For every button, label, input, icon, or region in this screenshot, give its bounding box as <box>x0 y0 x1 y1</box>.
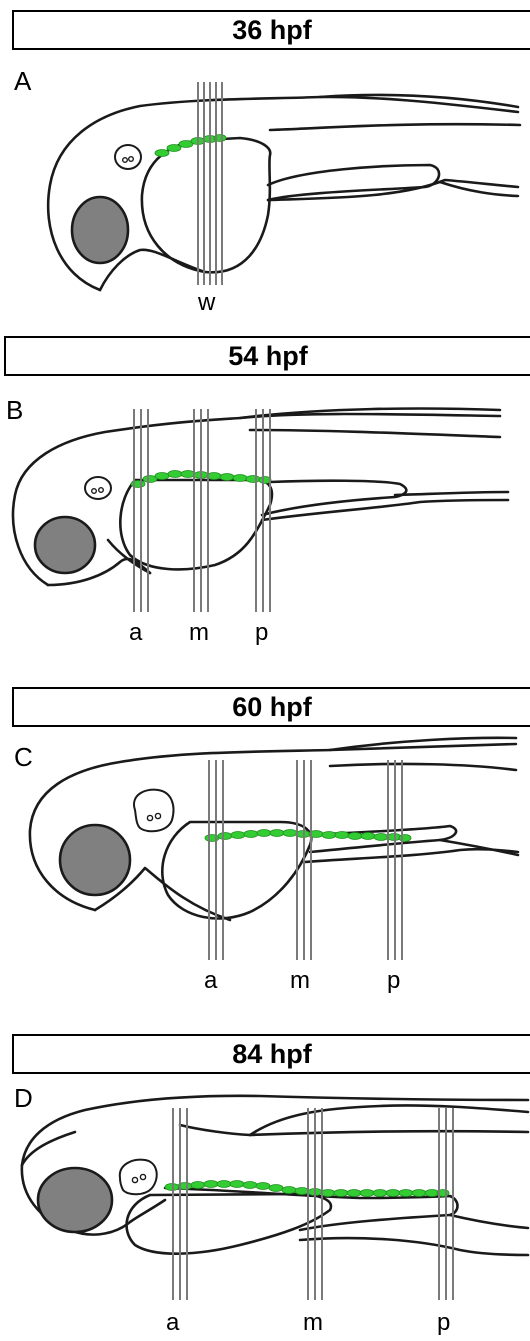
cell <box>217 1181 231 1188</box>
ventral-fin-line <box>440 840 518 855</box>
eye <box>35 517 95 573</box>
cell <box>204 1181 218 1188</box>
cell <box>373 1190 387 1197</box>
cell <box>220 474 234 481</box>
otolith <box>129 157 134 162</box>
cell <box>399 835 411 842</box>
cell <box>257 830 271 837</box>
cell <box>270 830 284 837</box>
embryo-36hpf: w <box>48 82 520 316</box>
cell <box>244 831 258 838</box>
cell <box>243 1182 257 1189</box>
cell <box>269 1185 283 1192</box>
cell <box>361 833 375 840</box>
embryo-body-outline <box>48 97 518 290</box>
dorsal-fin-line-2 <box>330 764 516 770</box>
cell <box>399 1190 413 1197</box>
embryo-84hpf: a m p <box>22 1096 528 1336</box>
cell <box>322 832 336 839</box>
section-label-p: p <box>387 967 400 994</box>
cell <box>347 1190 361 1197</box>
cell <box>282 1187 296 1194</box>
cell <box>231 832 245 839</box>
section-label-m: m <box>303 1309 323 1336</box>
head-top <box>22 1132 75 1165</box>
ventral-fin-line-2 <box>262 500 508 520</box>
cell <box>360 1190 374 1197</box>
embryo-60hpf: a m p <box>30 738 518 994</box>
cell <box>335 832 349 839</box>
otolith <box>123 158 128 163</box>
otolith <box>147 815 152 820</box>
otolith <box>99 488 104 493</box>
otic-vesicle <box>115 145 141 169</box>
cell <box>155 473 169 480</box>
cell <box>230 1181 244 1188</box>
cell <box>256 1183 270 1190</box>
ventral-fin-line-2 <box>300 1238 528 1255</box>
cell <box>334 1190 348 1197</box>
otolith <box>140 1174 145 1179</box>
otolith <box>92 489 97 494</box>
yolk-extension <box>268 165 439 200</box>
cell <box>295 1188 309 1195</box>
section-label-w: w <box>197 289 216 316</box>
section-label-a: a <box>129 619 143 646</box>
neck-line <box>180 1125 250 1135</box>
cell <box>167 145 181 152</box>
section-label-a: a <box>166 1309 180 1336</box>
notochord-line <box>270 124 520 130</box>
otic-vesicle <box>120 1160 157 1195</box>
section-label-p: p <box>437 1309 450 1336</box>
cell <box>155 150 169 157</box>
yolk-extension <box>262 481 406 515</box>
cell <box>191 1182 205 1189</box>
cell <box>246 476 260 483</box>
cell <box>374 834 388 841</box>
ventral-fin-line <box>395 492 508 495</box>
otolith <box>155 813 160 818</box>
otolith <box>132 1177 137 1182</box>
ventral-fin-line <box>450 1215 528 1228</box>
yolk <box>120 480 272 569</box>
eye <box>72 197 128 263</box>
yolk <box>127 1194 331 1254</box>
cell <box>386 1190 400 1197</box>
cell <box>412 1190 426 1197</box>
cell <box>218 833 232 840</box>
eye <box>38 1168 112 1232</box>
dorsal-fin-line-2 <box>250 430 500 437</box>
cell <box>168 471 182 478</box>
section-label-m: m <box>189 619 209 646</box>
embryo-54hpf: a m p <box>13 409 508 646</box>
ventral-fin-line-2 <box>305 849 518 862</box>
section-lines-p <box>388 760 402 960</box>
cell <box>181 471 195 478</box>
cell <box>283 830 297 837</box>
section-label-m: m <box>290 967 310 994</box>
otic-vesicle <box>134 790 173 832</box>
cell <box>348 833 362 840</box>
cell <box>207 473 221 480</box>
otic-vesicle <box>85 477 111 499</box>
section-lines-p <box>439 1108 453 1300</box>
section-label-p: p <box>255 619 268 646</box>
cell <box>233 475 247 482</box>
cell <box>321 1190 335 1197</box>
section-label-a: a <box>204 967 218 994</box>
dorsal-fin-line-2 <box>250 1131 528 1135</box>
eye <box>60 825 130 895</box>
yolk <box>142 138 270 272</box>
